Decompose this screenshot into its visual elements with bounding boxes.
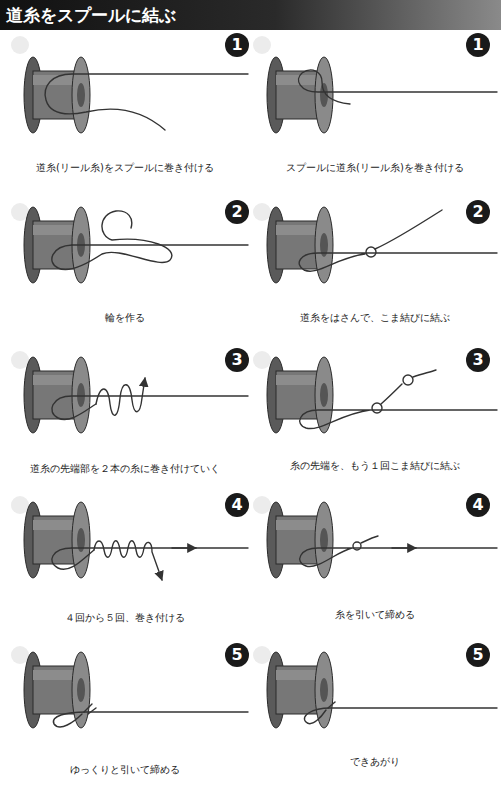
step-caption: ４回から５回、巻き付ける [64,612,186,624]
callout-number: 5 [472,647,483,663]
step-number-circle: 1 [225,33,249,57]
step-caption: スプールに道糸(リール糸)を巻き付ける [285,162,465,174]
step-caption: 糸を引いて締める [334,609,416,621]
step-number-circle: 1 [466,33,490,57]
step-caption: ゆっくりと引いて締める [69,764,181,776]
step-number-circle: 5 [225,643,249,667]
step-caption: 道糸(リール糸)をスプールに巻き付ける [35,162,215,174]
callout-number: 4 [472,497,483,513]
step-number-circle: 3 [225,348,249,372]
step-caption: 道糸をはさんで、こま結びに結ぶ [299,312,451,324]
step-caption: 糸の先端を、もう１回こま結びに結ぶ [289,460,461,472]
step-caption: 輪を作る [104,312,146,324]
step-number-circle: 2 [466,200,490,224]
callout-number: 2 [231,204,242,220]
callout-number: 3 [231,352,242,368]
step-caption: できあがり [349,756,401,768]
step-number-circle: 3 [466,348,490,372]
callout-number: 3 [472,352,483,368]
callout-number: 1 [472,37,483,53]
step-number-circle: 5 [466,643,490,667]
step-number-circle: 2 [225,200,249,224]
callout-number: 5 [231,647,242,663]
step-caption: 道糸の先端部を２本の糸に巻き付けていく [29,463,221,475]
callout-number: 1 [231,37,242,53]
callout-number: 4 [231,497,242,513]
callout-number: 2 [472,204,483,220]
step-number-circle: 4 [225,493,249,517]
title-text: 道糸をスプールに結ぶ [6,4,176,26]
step-number-circle: 4 [466,493,490,517]
